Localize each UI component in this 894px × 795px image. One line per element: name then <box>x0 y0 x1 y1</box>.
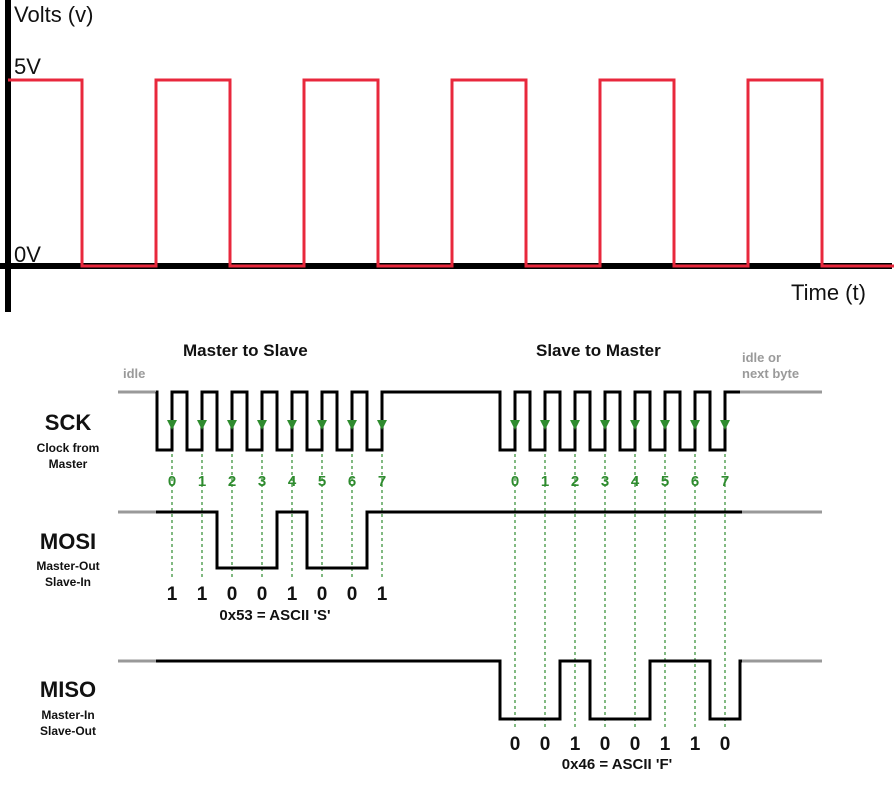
mosi-bit-2: 0 <box>227 584 238 605</box>
sck-label: SCK <box>45 410 92 435</box>
high-level-label: 5V <box>14 54 41 79</box>
bit-index-left-5: 5 <box>318 473 326 490</box>
sample-arrow-right-4 <box>630 420 640 430</box>
sample-arrow-right-0 <box>510 420 520 430</box>
sample-arrow-left-4 <box>287 420 297 430</box>
spi-timing: Master to Slave Slave to Master idle idl… <box>36 341 822 773</box>
idle-next-label-line2: next byte <box>742 366 799 381</box>
sample-arrow-right-2 <box>570 420 580 430</box>
bit-index-left-2: 2 <box>228 473 236 490</box>
mosi-subtitle-line1: Master-Out <box>36 559 99 573</box>
clock-waveform <box>8 78 894 268</box>
mosi-bit-6: 0 <box>347 584 358 605</box>
sample-arrow-right-5 <box>660 420 670 430</box>
mosi-bit-7: 1 <box>377 584 388 605</box>
bit-index-right-2: 2 <box>571 473 579 490</box>
miso-bit-4: 0 <box>630 734 641 755</box>
miso-bit-3: 0 <box>600 734 611 755</box>
miso-bit-5: 1 <box>660 734 671 755</box>
sample-arrow-left-0 <box>167 420 177 430</box>
mosi-bit-1: 1 <box>197 584 208 605</box>
miso-bit-6: 1 <box>690 734 701 755</box>
sample-arrow-left-5 <box>317 420 327 430</box>
sample-guides <box>171 400 726 728</box>
sample-arrow-left-2 <box>227 420 237 430</box>
sample-arrow-left-6 <box>347 420 357 430</box>
sample-arrow-right-6 <box>690 420 700 430</box>
miso-byte-label: 0x46 = ASCII 'F' <box>562 756 672 773</box>
sample-arrows <box>167 420 730 430</box>
idle-next-label-line1: idle or <box>742 350 781 365</box>
sample-arrow-left-7 <box>377 420 387 430</box>
bit-index-right-7: 7 <box>721 473 729 490</box>
mosi-bit-3: 0 <box>257 584 268 605</box>
miso-bit-1: 0 <box>540 734 551 755</box>
heading-master-to-slave: Master to Slave <box>183 341 308 360</box>
mosi-bit-5: 0 <box>317 584 328 605</box>
bit-index-right-5: 5 <box>661 473 669 490</box>
bit-index-labels: 0 1 2 3 4 5 6 7 0 1 2 3 4 5 6 7 <box>168 473 729 490</box>
sample-arrow-left-3 <box>257 420 267 430</box>
idle-lines <box>118 390 822 663</box>
sck-subtitle-line1: Clock from <box>37 441 100 455</box>
bit-index-right-4: 4 <box>631 473 640 490</box>
bit-index-right-3: 3 <box>601 473 609 490</box>
bit-index-left-3: 3 <box>258 473 266 490</box>
idle-label: idle <box>123 366 145 381</box>
sample-arrow-left-1 <box>197 420 207 430</box>
miso-bit-2: 1 <box>570 734 581 755</box>
miso-bit-0: 0 <box>510 734 521 755</box>
mosi-waveform <box>156 510 742 570</box>
bit-index-left-1: 1 <box>198 473 206 490</box>
miso-bit-7: 0 <box>720 734 731 755</box>
bit-index-right-6: 6 <box>691 473 699 490</box>
mosi-subtitle-line2: Slave-In <box>45 575 91 589</box>
bit-index-right-0: 0 <box>511 473 519 490</box>
miso-label: MISO <box>40 677 96 702</box>
y-axis-label: Volts (v) <box>14 2 93 27</box>
miso-subtitle-line2: Slave-Out <box>40 724 96 738</box>
sck-subtitle-line2: Master <box>49 457 88 471</box>
bit-index-left-6: 6 <box>348 473 356 490</box>
bit-index-right-1: 1 <box>541 473 549 490</box>
heading-slave-to-master: Slave to Master <box>536 341 661 360</box>
low-level-label: 0V <box>14 242 41 267</box>
x-axis-label: Time (t) <box>791 280 866 305</box>
mosi-byte-label: 0x53 = ASCII 'S' <box>219 607 330 624</box>
miso-subtitle-line1: Master-In <box>41 708 94 722</box>
mosi-bit-4: 1 <box>287 584 298 605</box>
sample-arrow-right-3 <box>600 420 610 430</box>
clock-plot: Volts (v) 5V 0V Time (t) <box>0 0 894 312</box>
sck-waveform <box>155 390 740 452</box>
bit-index-left-7: 7 <box>378 473 386 490</box>
mosi-label: MOSI <box>40 529 96 554</box>
bit-index-left-4: 4 <box>288 473 297 490</box>
mosi-bit-0: 1 <box>167 584 178 605</box>
sample-arrow-right-7 <box>720 420 730 430</box>
sample-arrow-right-1 <box>540 420 550 430</box>
bit-index-left-0: 0 <box>168 473 176 490</box>
miso-waveform <box>156 659 742 721</box>
